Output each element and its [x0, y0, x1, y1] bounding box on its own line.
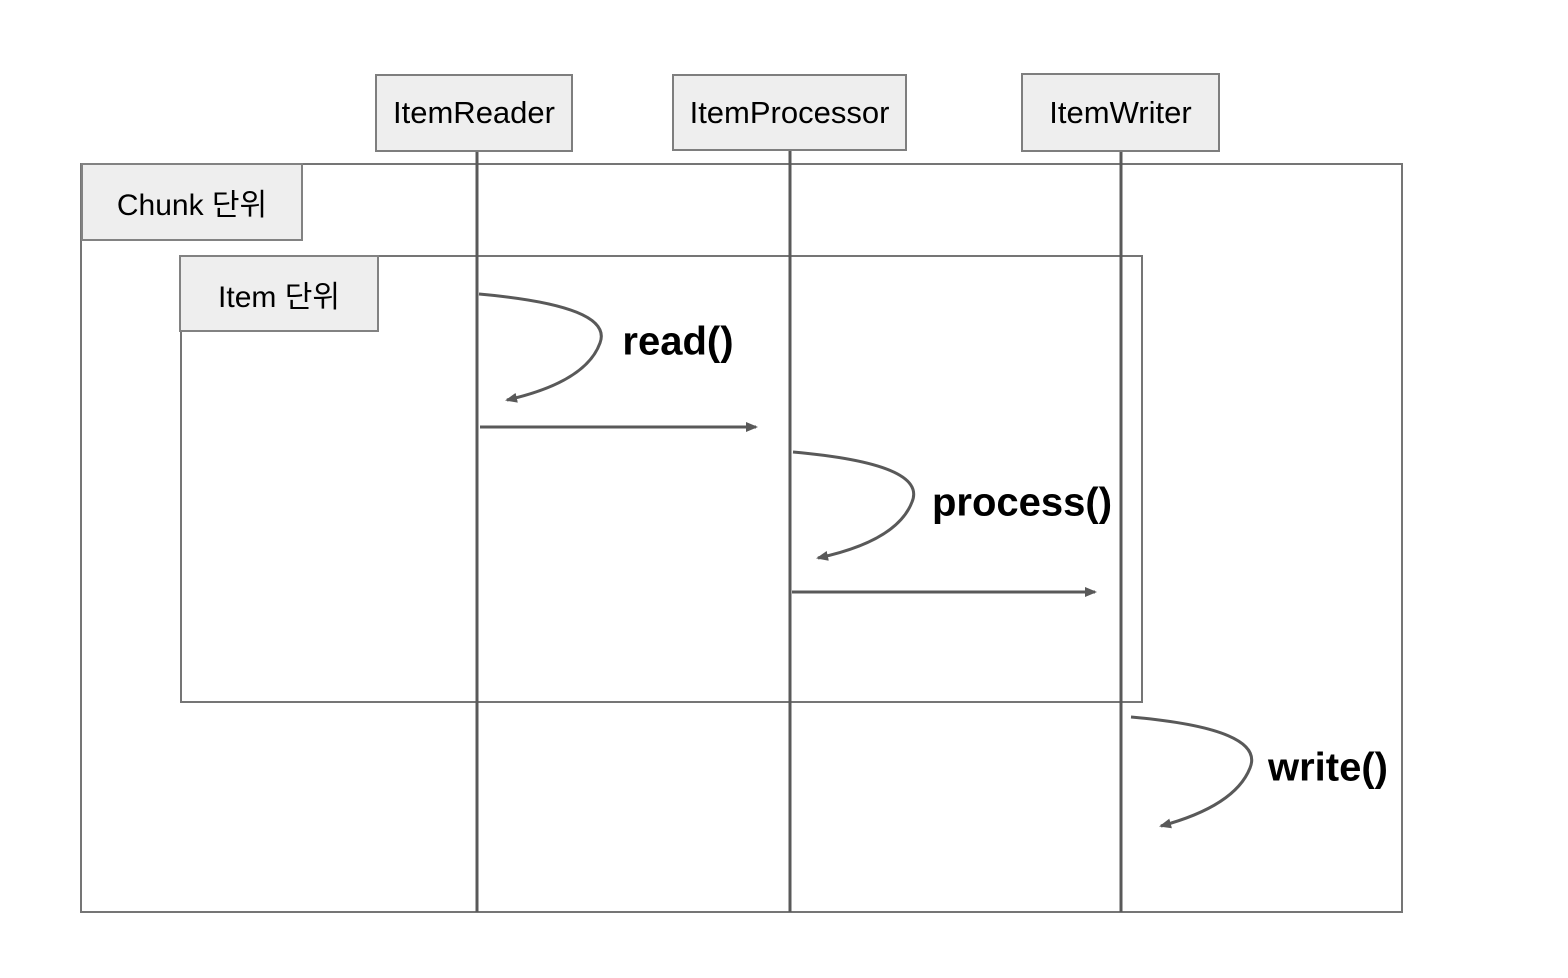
- message-label-process: process(): [931, 480, 1113, 525]
- participant-label-itemwriter: ItemWriter: [1049, 94, 1192, 130]
- self-call-process-arrow: [792, 450, 916, 561]
- chunk-frame-label-text: Chunk 단위: [116, 189, 268, 222]
- participant-box-itemwriter: ItemWriter: [1021, 73, 1220, 152]
- item-frame: [180, 255, 1143, 703]
- self-call-read-arrow: [478, 292, 603, 403]
- participant-label-itemprocessor: ItemProcessor: [689, 94, 890, 130]
- participant-box-itemprocessor: ItemProcessor: [672, 74, 907, 151]
- message-label-read: read(): [622, 319, 734, 364]
- participant-label-itemreader: ItemReader: [393, 95, 555, 130]
- item-frame-label-text: Item 단위: [218, 280, 340, 314]
- self-call-write-arrow: [1130, 715, 1254, 829]
- item-frame-label: Item 단위: [179, 255, 379, 332]
- participant-box-itemreader: ItemReader: [375, 74, 573, 152]
- chunk-frame-label: Chunk 단위: [81, 163, 303, 241]
- message-label-write: write(): [1268, 745, 1388, 790]
- chunk-frame: [80, 163, 1403, 913]
